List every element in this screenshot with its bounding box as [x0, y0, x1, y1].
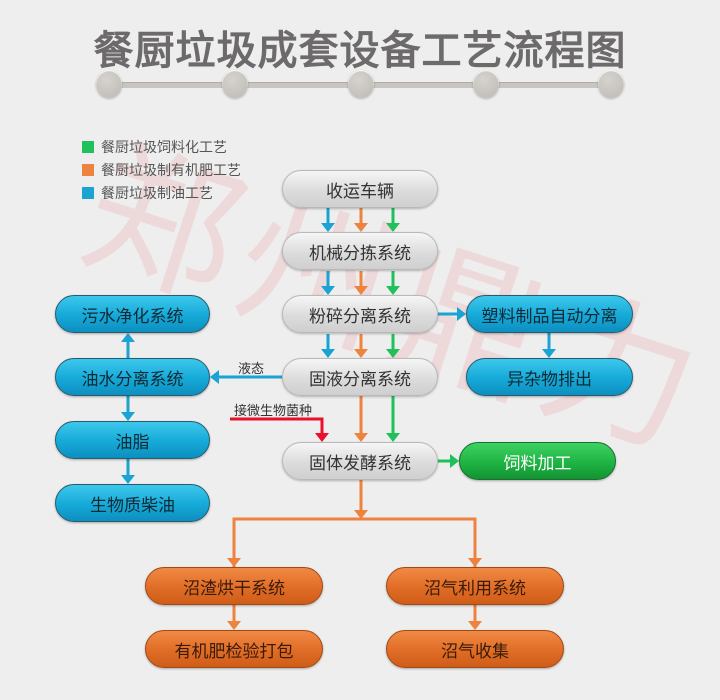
arrow-green-head — [386, 223, 400, 232]
timeline-dot — [222, 70, 248, 98]
branch-connector — [232, 517, 477, 567]
arrow-blue-head — [121, 412, 135, 421]
timeline-dot — [598, 70, 624, 98]
edge-label-inoculate: 接微生物菌种 — [234, 404, 313, 419]
timeline-dot — [473, 70, 499, 98]
edge-label-liquid: 液态 — [238, 362, 265, 377]
arrow-orange-head — [354, 223, 368, 232]
arrow-blue-head — [321, 223, 335, 232]
arrow-orange-head — [227, 621, 241, 630]
node-impurity-discharge: 异杂物排出 — [466, 358, 633, 396]
arrow-orange-head — [468, 621, 482, 630]
legend-item-fertilizer: 餐厨垃圾制有机肥工艺 — [82, 158, 241, 181]
arrow-orange-head — [354, 433, 368, 442]
node-crushing-separation: 粉碎分离系统 — [282, 295, 438, 333]
arrow-blue-head — [542, 349, 556, 358]
node-plastic-separation: 塑料制品自动分离 — [466, 295, 633, 333]
arrow-orange-head — [354, 286, 368, 295]
node-grease: 油脂 — [55, 421, 210, 459]
page-title: 餐厨垃圾成套设备工艺流程图 — [93, 28, 627, 74]
legend-label: 餐厨垃圾制油工艺 — [101, 185, 213, 202]
node-oil-water-separation: 油水分离系统 — [55, 358, 210, 396]
arrow-blue-head — [321, 286, 335, 295]
arrow-blue-head — [321, 349, 335, 358]
arrow-orange-head — [354, 349, 368, 358]
arrow-green-head — [386, 349, 400, 358]
node-solid-fermentation: 固体发酵系统 — [282, 442, 438, 480]
node-fertilizer-packing: 有机肥检验打包 — [145, 630, 323, 668]
arrow-green-head — [450, 454, 459, 468]
node-collection-vehicle: 收运车辆 — [282, 170, 438, 208]
arrow-red-inoculate — [230, 417, 324, 433]
timeline-decoration — [96, 70, 626, 100]
node-feed-processing: 饲料加工 — [459, 442, 616, 480]
arrow-orange-head — [468, 558, 482, 567]
node-residue-drying: 沼渣烘干系统 — [145, 567, 323, 605]
arrow-red-inoculate-head — [315, 433, 329, 442]
arrow-green-head — [386, 433, 400, 442]
node-biodiesel: 生物质柴油 — [55, 484, 210, 522]
legend-label: 餐厨垃圾饲料化工艺 — [101, 139, 227, 156]
node-sewage-purification: 污水净化系统 — [55, 295, 210, 333]
node-solid-liquid-separation: 固液分离系统 — [282, 358, 438, 396]
node-biogas-collection: 沼气收集 — [386, 630, 564, 668]
legend: 餐厨垃圾饲料化工艺 餐厨垃圾制有机肥工艺 餐厨垃圾制油工艺 — [82, 135, 241, 204]
node-mechanical-sorting: 机械分拣系统 — [282, 232, 438, 270]
arrow-blue-head — [457, 307, 466, 321]
arrow-orange-head — [354, 510, 368, 519]
legend-swatch-orange — [82, 163, 94, 176]
legend-item-feed: 餐厨垃圾饲料化工艺 — [82, 135, 241, 158]
legend-label: 餐厨垃圾制有机肥工艺 — [101, 162, 241, 179]
arrow-blue-head — [121, 475, 135, 484]
arrow-green-head — [386, 286, 400, 295]
legend-item-oil: 餐厨垃圾制油工艺 — [82, 181, 241, 204]
arrow-orange-head — [227, 558, 241, 567]
timeline-dot — [348, 70, 374, 98]
arrow-blue-head — [121, 333, 135, 342]
legend-swatch-blue — [82, 186, 94, 199]
timeline-dot — [96, 70, 122, 98]
node-biogas-utilization: 沼气利用系统 — [386, 567, 564, 605]
legend-swatch-green — [82, 140, 94, 153]
arrow-blue-liquid-head — [210, 370, 219, 384]
